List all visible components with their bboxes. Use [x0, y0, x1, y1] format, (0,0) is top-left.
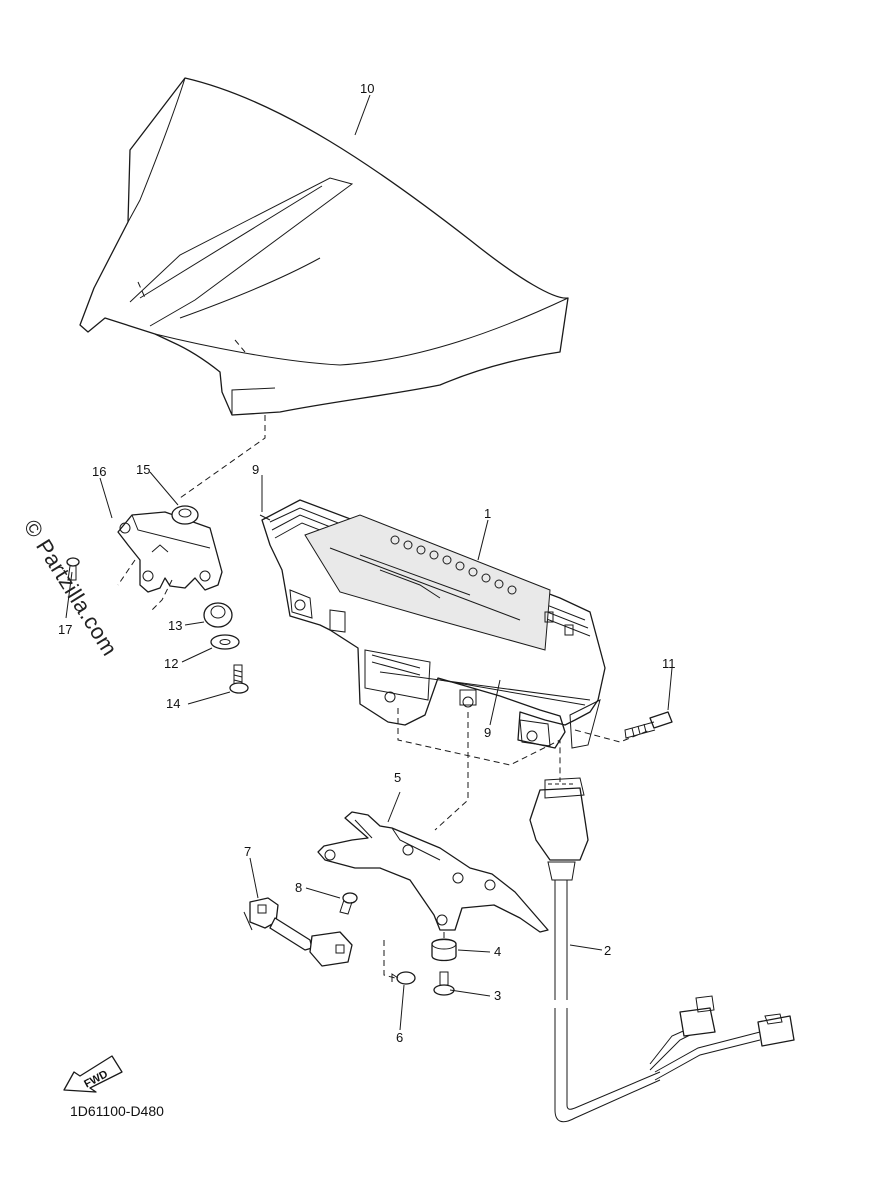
- callout-2[interactable]: 2: [604, 943, 611, 958]
- callout-9-bottom[interactable]: 9: [484, 725, 491, 740]
- screw-3-part[interactable]: [433, 971, 455, 996]
- bolt-14-part[interactable]: [229, 664, 249, 694]
- bracket-5-part[interactable]: [317, 811, 549, 933]
- sensor-7-part[interactable]: [243, 897, 353, 967]
- callout-15[interactable]: 15: [136, 462, 150, 477]
- leader-lines: [65, 94, 673, 1031]
- callout-7[interactable]: 7: [244, 844, 251, 859]
- callout-3[interactable]: 3: [494, 988, 501, 1003]
- callout-5[interactable]: 5: [394, 770, 401, 785]
- windshield-part[interactable]: [79, 77, 569, 416]
- callout-4[interactable]: 4: [494, 944, 501, 959]
- callout-6[interactable]: 6: [396, 1030, 403, 1045]
- callout-12[interactable]: 12: [164, 656, 178, 671]
- washer-12-part[interactable]: [210, 634, 240, 650]
- callout-8[interactable]: 8: [295, 880, 302, 895]
- callout-10[interactable]: 10: [360, 81, 374, 96]
- screw-11-part[interactable]: [624, 711, 673, 739]
- callout-9-top[interactable]: 9: [252, 462, 259, 477]
- callout-1[interactable]: 1: [484, 506, 491, 521]
- screw-8-part[interactable]: [339, 892, 358, 915]
- callout-11[interactable]: 11: [662, 656, 676, 671]
- callout-14[interactable]: 14: [166, 696, 180, 711]
- callout-17[interactable]: 17: [58, 622, 72, 637]
- diagram-code: 1D61100-D480: [70, 1103, 164, 1119]
- grommet-4-part[interactable]: [431, 938, 457, 962]
- callout-13[interactable]: 13: [168, 618, 182, 633]
- bracket-16-part[interactable]: [117, 511, 223, 593]
- damper-13-part[interactable]: [203, 602, 233, 628]
- callout-labels: 10 1 9 9 11 16 15 13 12 14 17 5 7 8 6 4 …: [58, 81, 676, 1045]
- meter-assembly-part[interactable]: [259, 499, 606, 749]
- fwd-arrow-icon: FWD: [63, 1055, 123, 1093]
- bolt-6-part[interactable]: [391, 971, 416, 985]
- screw-17-part[interactable]: [66, 557, 80, 581]
- harness-2-part[interactable]: [529, 777, 795, 1123]
- grommet-15-part[interactable]: [171, 505, 199, 525]
- assembly-lines: [117, 415, 651, 979]
- callout-16[interactable]: 16: [92, 464, 106, 479]
